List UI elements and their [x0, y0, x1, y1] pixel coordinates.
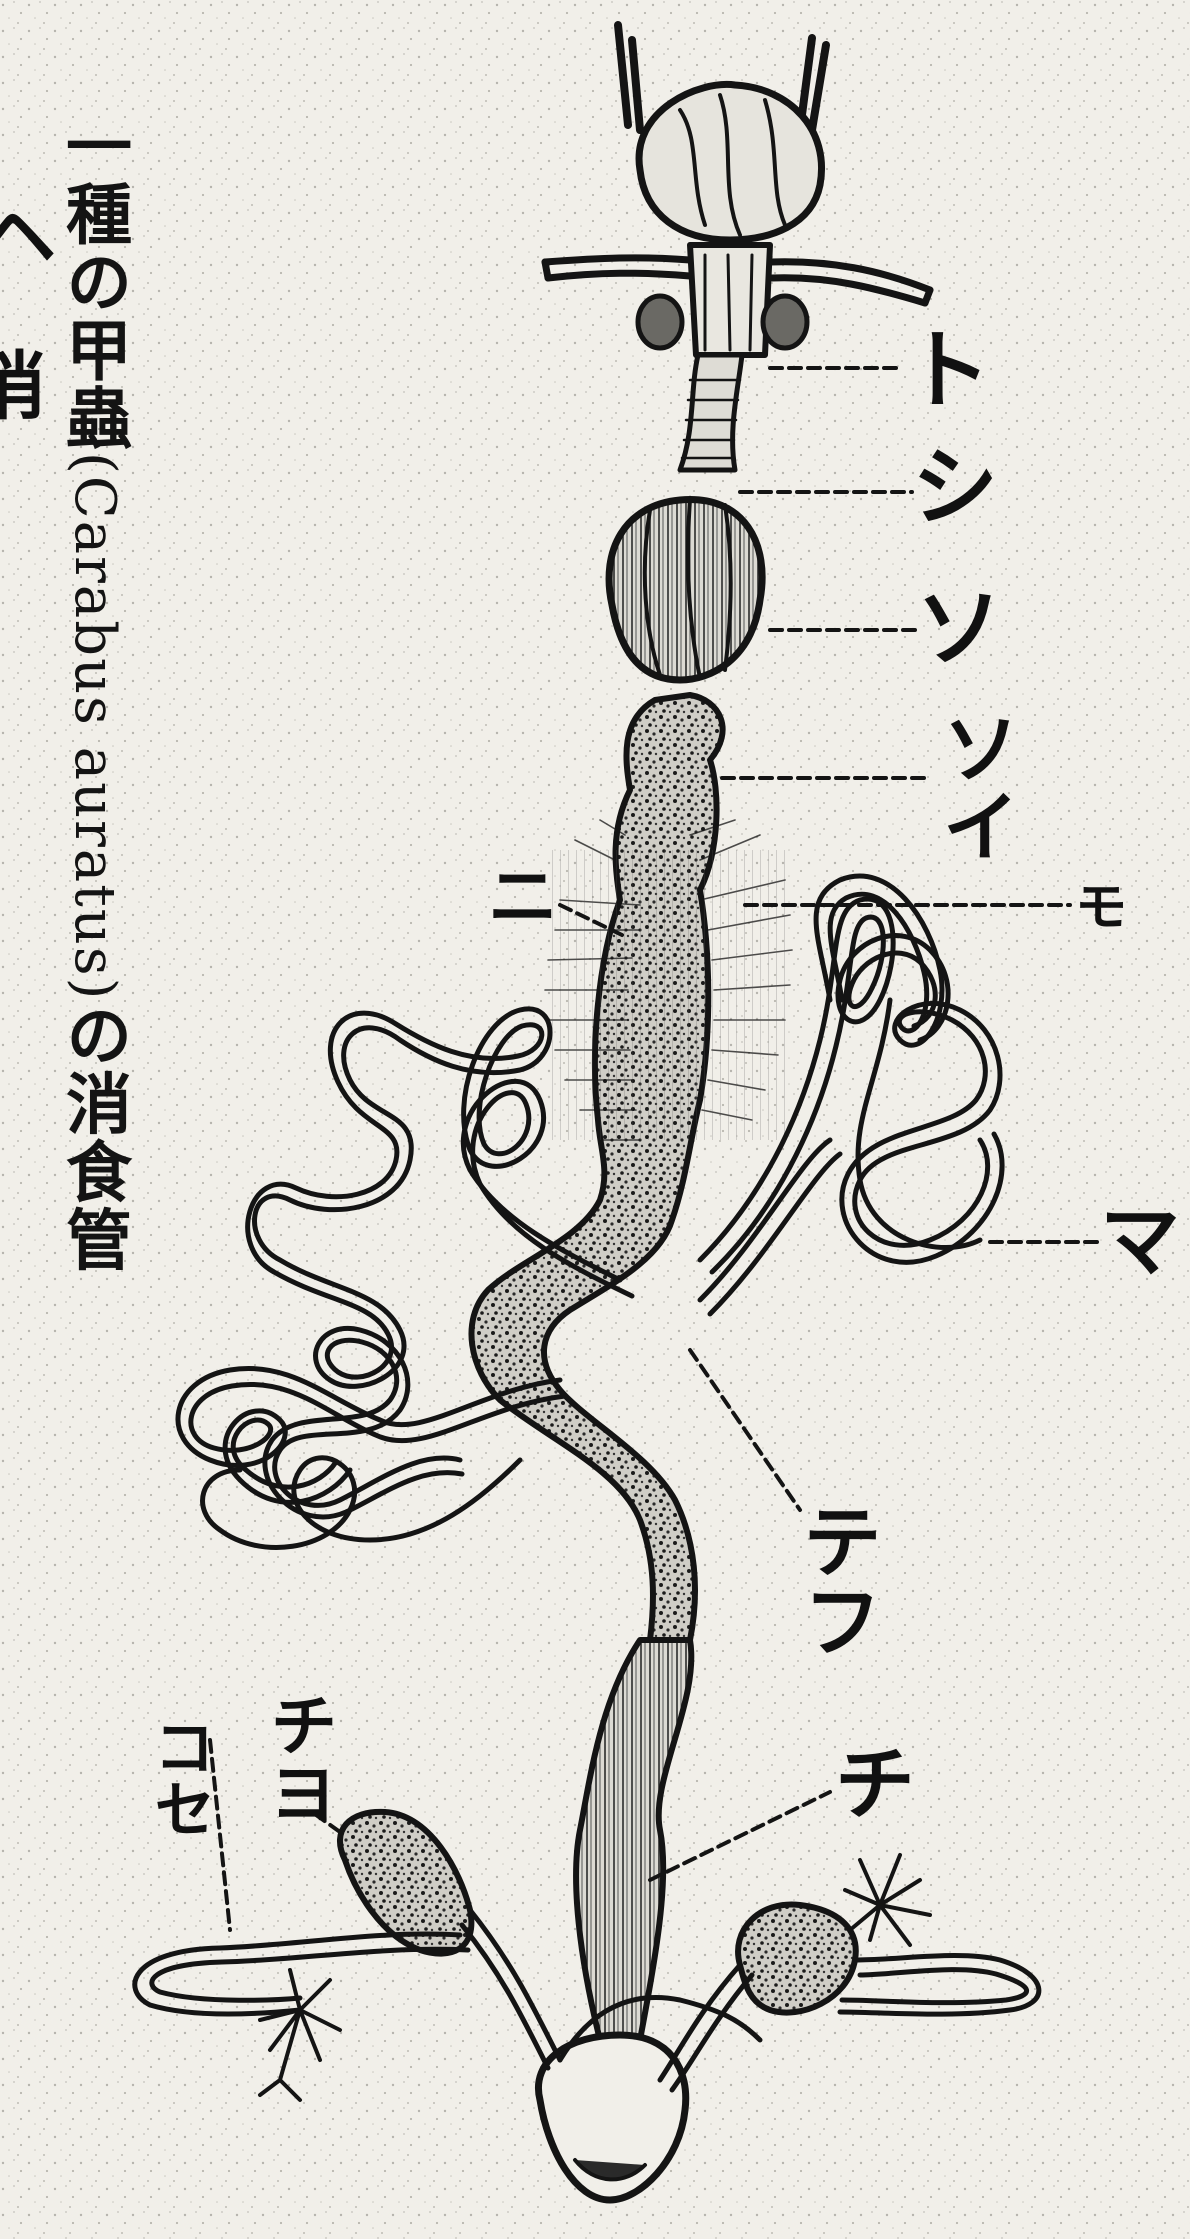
label-kose: コセ	[148, 1715, 210, 1839]
label-tefu: テフ	[795, 1500, 875, 1660]
label-chi: チ	[835, 1745, 915, 1825]
caption-suffix: の消食管	[55, 1001, 133, 1273]
label-soi: ソイ	[935, 708, 1013, 864]
edge-fragment-1: ヘ	[0, 200, 56, 274]
caption-latin-name: (Carabus auratus)	[62, 452, 127, 1001]
caeca-hatch	[545, 850, 790, 1140]
label-ni: ニ	[488, 862, 558, 932]
label-so: ソ	[916, 586, 1002, 672]
label-mo: モ	[1075, 882, 1127, 934]
crop	[609, 500, 762, 680]
salivary-knob-right	[763, 296, 807, 348]
caption-prefix: 一種の甲蟲	[55, 112, 133, 452]
edge-fragment-2: 消	[0, 350, 46, 424]
figure-caption: 一種の甲蟲(Carabus auratus)の消食管	[52, 112, 136, 1273]
label-ma: マ	[1100, 1202, 1180, 1282]
label-to: ト	[905, 328, 991, 414]
label-shi: シ	[912, 445, 998, 531]
label-chiyo: チヨ	[262, 1690, 330, 1826]
salivary-knob-left	[638, 296, 682, 348]
head-bulb	[639, 84, 822, 240]
